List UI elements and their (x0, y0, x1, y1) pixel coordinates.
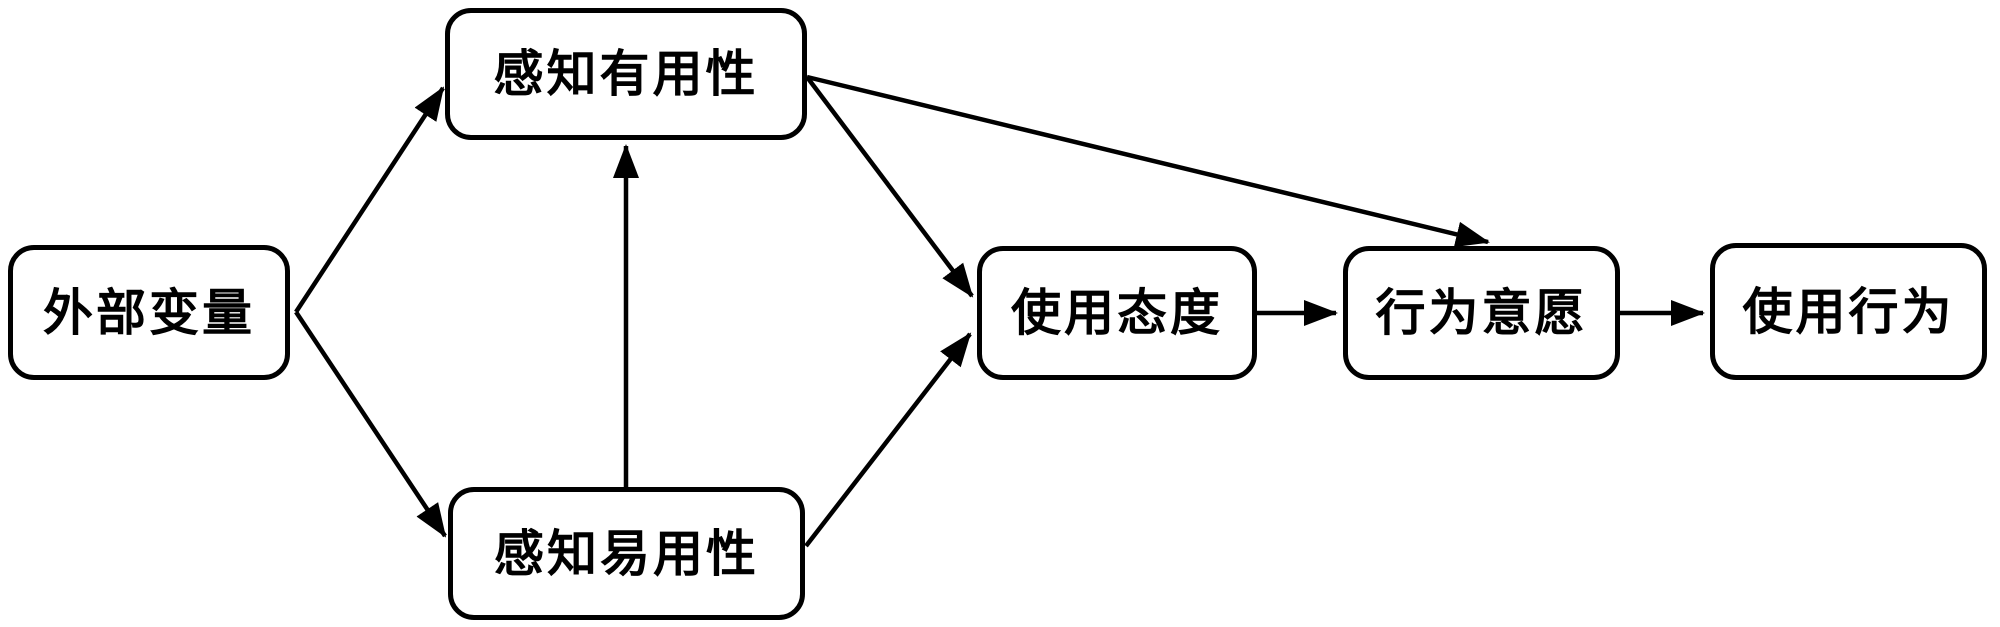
node-behavioral-intention: 行为意愿 (1343, 246, 1620, 380)
node-perceived-usefulness-label: 感知有用性 (493, 46, 759, 102)
node-usage-behavior: 使用行为 (1710, 243, 1987, 380)
node-attitude-toward-using: 使用态度 (977, 246, 1257, 380)
edge-ease-to-attitude (804, 332, 972, 548)
edge-external-to-usefulness (294, 86, 445, 314)
node-perceived-usefulness: 感知有用性 (445, 8, 807, 140)
edge-usefulness-to-intention (806, 74, 1490, 248)
node-external-variables: 外部变量 (8, 245, 290, 380)
node-perceived-ease-of-use: 感知易用性 (448, 487, 805, 620)
edge-external-to-ease (294, 310, 447, 538)
node-usage-behavior-label: 使用行为 (1742, 283, 1955, 340)
node-attitude-toward-using-label: 使用态度 (1011, 285, 1223, 341)
node-behavioral-intention-label: 行为意愿 (1375, 285, 1588, 341)
edge-usefulness-to-attitude (805, 75, 974, 298)
node-external-variables-label: 外部变量 (43, 284, 255, 341)
node-perceived-ease-of-use-label: 感知易用性 (494, 525, 759, 582)
